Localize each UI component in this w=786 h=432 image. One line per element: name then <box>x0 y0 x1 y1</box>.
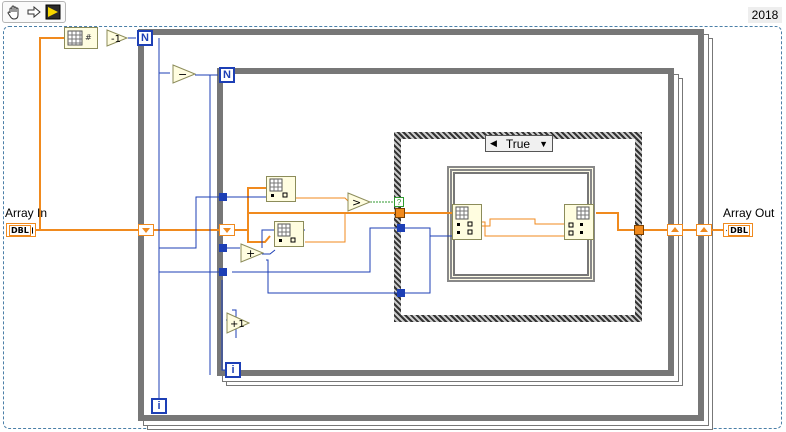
array-size-node[interactable]: # <box>64 27 98 49</box>
shift-register-right-inner[interactable] <box>667 224 683 236</box>
array-in-terminal[interactable]: DBL <box>6 223 36 237</box>
index-array-node[interactable] <box>266 176 296 202</box>
replace-array-node[interactable] <box>452 204 482 240</box>
inner-loop-tunnel[interactable] <box>219 193 227 201</box>
array-in-label: Array In <box>5 206 48 220</box>
arrow-icon[interactable] <box>26 4 42 20</box>
case-selector-value: True <box>505 136 531 151</box>
case-tunnel-out[interactable] <box>634 225 644 235</box>
outer-loop-count[interactable]: N <box>137 30 153 46</box>
case-selector-terminal[interactable]: ? <box>394 197 404 207</box>
svg-text:-1: -1 <box>111 34 121 45</box>
array-out-label: Array Out <box>723 206 775 220</box>
inner-loop-tunnel[interactable] <box>219 268 227 276</box>
array-size-icon: # <box>67 30 92 46</box>
case-tunnel-in[interactable] <box>395 208 405 218</box>
increment-node[interactable]: +1 <box>226 312 250 334</box>
array-out-terminal[interactable]: DBL <box>723 223 753 237</box>
array-out-type: DBL <box>728 224 750 236</box>
inner-loop-tunnel[interactable] <box>219 244 227 252</box>
index-array-icon <box>277 223 296 243</box>
svg-text:+: + <box>246 247 255 260</box>
greater-node[interactable]: > <box>347 192 371 212</box>
replace-array-node[interactable] <box>564 204 594 240</box>
svg-text:#: # <box>85 33 92 42</box>
decrement-node[interactable]: -1 <box>106 29 128 47</box>
shift-register-left-inner[interactable] <box>219 224 235 236</box>
case-selector[interactable]: ◀ True ▼ <box>485 135 553 152</box>
svg-text:>: > <box>352 196 361 209</box>
replace-array-icon <box>455 206 473 235</box>
run-icon[interactable] <box>45 4 61 20</box>
index-array-node[interactable] <box>274 221 304 247</box>
svg-text:−: − <box>178 68 187 81</box>
shift-register-right-outer[interactable] <box>696 224 712 236</box>
terminal-arrow-icon <box>726 229 728 231</box>
subtract-node[interactable]: − <box>172 64 196 84</box>
outer-loop-index: i <box>151 398 167 414</box>
inner-loop-count[interactable]: N <box>219 67 235 83</box>
array-in-type: DBL <box>9 224 31 236</box>
svg-text:+1: +1 <box>230 319 245 330</box>
terminal-arrow-icon <box>31 226 33 234</box>
index-array-icon <box>269 178 288 198</box>
case-next-icon[interactable]: ▼ <box>539 138 548 149</box>
case-tunnel-blue[interactable] <box>397 224 405 232</box>
replace-array-icon <box>568 206 590 236</box>
case-tunnel-blue[interactable] <box>397 289 405 297</box>
case-prev-icon[interactable]: ◀ <box>490 138 497 148</box>
add-node[interactable]: + <box>240 243 264 263</box>
inner-loop-index: i <box>225 362 241 378</box>
shift-register-left-outer[interactable] <box>138 224 154 236</box>
hand-icon[interactable] <box>6 4 22 20</box>
version-label: 2018 <box>748 7 782 23</box>
